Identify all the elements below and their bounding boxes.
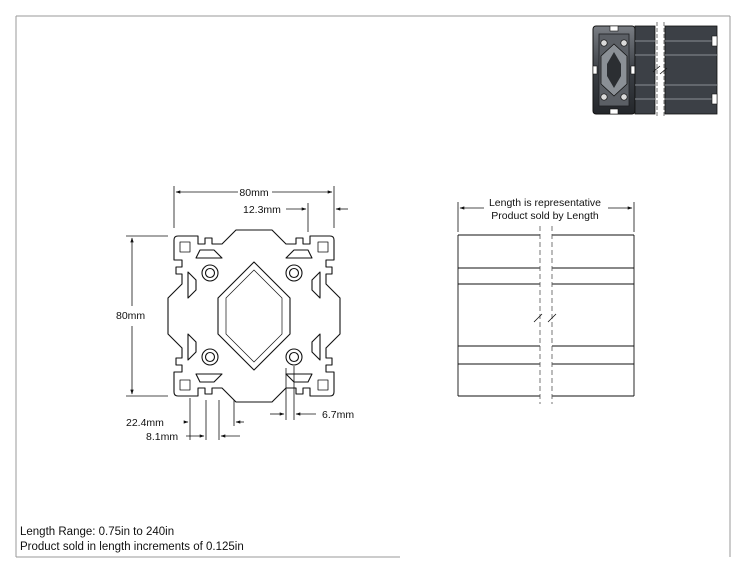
side-view: Length is representative Product sold by… — [457, 197, 635, 404]
side-view-note-line2: Product sold by Length — [491, 210, 599, 222]
dim-height-label: 80mm — [116, 310, 145, 322]
dim-slot-opening-label: 8.1mm — [146, 431, 178, 443]
profile-3d-preview — [591, 22, 719, 118]
dim-slot-spacing-label: 22.4mm — [126, 417, 164, 429]
dimension-lines — [126, 186, 348, 440]
side-view-note-line1: Length is representative — [489, 197, 601, 209]
sheet-frame — [15, 15, 731, 558]
dim-width-label: 80mm — [239, 187, 268, 199]
length-range-note: Length Range: 0.75in to 240in — [20, 526, 174, 538]
profile-cross-section — [167, 229, 341, 403]
dim-hole-offset-label: 6.7mm — [322, 409, 354, 421]
dim-slot-offset-label: 12.3mm — [243, 204, 281, 216]
increments-note: Product sold in length increments of 0.1… — [20, 541, 244, 553]
